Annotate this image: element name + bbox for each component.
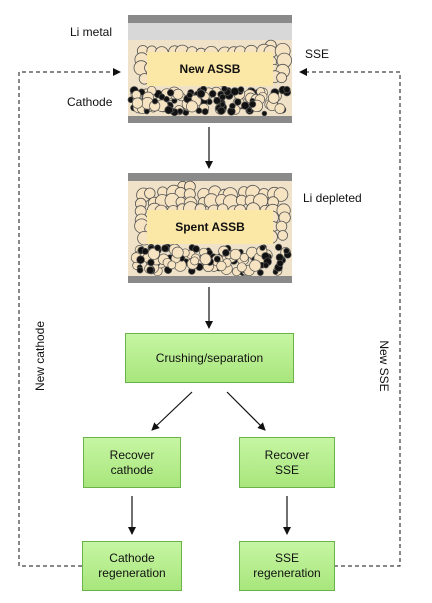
sse-regeneration-box: SSE regeneration <box>239 541 335 591</box>
spent-assb-title-box <box>147 210 273 244</box>
cathode-particle <box>136 255 145 265</box>
cathode-particle <box>186 91 193 99</box>
arrow-crushing-to-recover-sse <box>226 391 266 431</box>
cathode-particle <box>163 96 170 103</box>
li-depleted-label: Li depleted <box>303 191 362 205</box>
sse-particle <box>172 88 184 100</box>
cathode-particle-layer <box>127 85 292 117</box>
sse-particle <box>199 253 212 265</box>
cathode-particle <box>219 93 226 101</box>
cathode-particle <box>136 266 144 274</box>
sse-label: SSE <box>305 47 330 61</box>
cathode-particle <box>213 96 221 105</box>
sse-particle <box>274 103 286 114</box>
cathode-particle <box>262 262 269 269</box>
sse-particle <box>239 253 249 262</box>
particle <box>273 187 289 202</box>
cathode-particle <box>208 90 217 98</box>
bottom-current-collector <box>128 116 292 123</box>
cathode-particle <box>234 98 242 106</box>
cathode-particle <box>276 259 284 267</box>
cathode-particle <box>161 244 169 253</box>
cathode-particle <box>164 105 173 115</box>
cathode-particle <box>192 245 200 253</box>
cathode-particle <box>283 247 290 255</box>
sse-particle <box>190 256 200 266</box>
cathode-particle <box>246 107 252 114</box>
arrow-crushing-to-recover-cathode <box>151 391 193 431</box>
cathode-particle <box>141 247 149 255</box>
sse-particle <box>267 92 280 104</box>
cathode-particle <box>146 266 155 275</box>
cathode-particle <box>151 98 159 105</box>
new-sse-label: New SSE <box>377 340 391 392</box>
recover-cathode-box: Recover cathode <box>83 437 181 488</box>
new-assb-title-box <box>147 52 273 86</box>
particle <box>275 220 288 233</box>
top-current-collector <box>128 173 292 181</box>
spent-assb-battery <box>128 173 292 283</box>
cathode-particle <box>241 101 250 110</box>
new-sse-loop-line <box>299 68 401 567</box>
cathode-particle <box>219 101 226 108</box>
cathode-particle <box>217 106 226 115</box>
sse-particle <box>186 100 198 113</box>
recover-cathode-label: Recover cathode <box>109 447 155 477</box>
cathode-particle <box>221 85 228 93</box>
cathode-particle <box>283 86 291 94</box>
cathode-particle <box>222 249 230 257</box>
crushing-separation-box: Crushing/separation <box>125 333 294 383</box>
cathode-regeneration-label: Cathode regeneration <box>98 551 166 580</box>
particle <box>276 72 288 84</box>
cathode-particle <box>248 100 257 108</box>
new-assb-title: New ASSB <box>179 62 241 76</box>
cathode-particle <box>237 86 245 93</box>
cathode-particle <box>196 89 206 99</box>
cathode-particle <box>230 87 240 96</box>
particle <box>277 230 289 241</box>
crushing-separation-label: Crushing/separation <box>155 350 264 365</box>
recover-sse-box: Recover SSE <box>239 437 335 488</box>
particle <box>144 187 156 200</box>
sse-particle <box>171 246 184 259</box>
cathode-particle <box>229 102 236 110</box>
new-cathode-loop-line <box>18 68 121 567</box>
cathode-particle <box>143 108 150 115</box>
cathode-particle-layer <box>130 243 292 277</box>
cathode-particle <box>259 244 266 251</box>
sse-particle <box>249 259 262 272</box>
top-current-collector <box>128 15 292 23</box>
cathode-particle <box>275 243 283 251</box>
recover-sse-label: Recover SSE <box>264 447 310 477</box>
new-assb-battery <box>127 15 293 123</box>
sse-particle <box>236 262 247 273</box>
cathode-regeneration-box: Cathode regeneration <box>82 541 182 591</box>
cathode-particle <box>166 89 175 97</box>
spent-assb-title: Spent ASSB <box>175 220 245 234</box>
cathode-particle <box>261 110 268 117</box>
sse-particle <box>131 97 144 109</box>
new-cathode-label: New cathode <box>33 320 47 392</box>
cathode-particle <box>201 108 209 116</box>
li-metal-layer <box>128 23 292 40</box>
sse-particle <box>167 260 177 270</box>
sse-regeneration-label: SSE regeneration <box>253 551 321 580</box>
cathode-particle <box>213 255 221 263</box>
cathode-particle <box>154 244 162 252</box>
sse-particle <box>229 248 242 261</box>
cathode-particle <box>257 269 264 276</box>
cathode-label: Cathode <box>67 95 113 109</box>
cathode-particle <box>147 258 155 267</box>
bottom-current-collector <box>128 276 292 283</box>
sse-particle <box>216 260 227 272</box>
li-metal-label: Li metal <box>70 25 113 39</box>
